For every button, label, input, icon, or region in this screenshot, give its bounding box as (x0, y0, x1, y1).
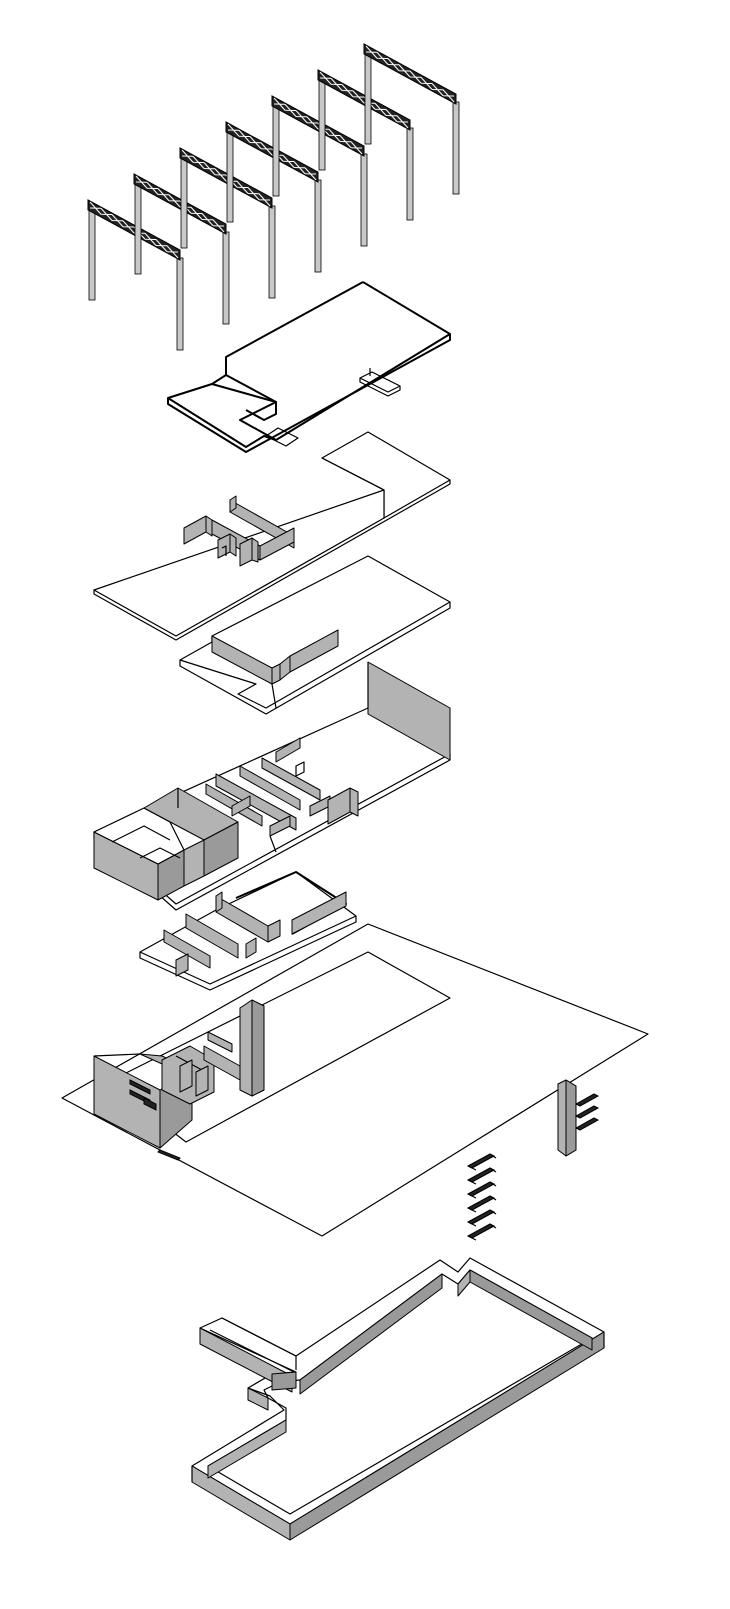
truss-frame (225, 121, 322, 273)
mezzanine (179, 555, 451, 715)
truss-frame (179, 147, 276, 299)
stair-flight (574, 1105, 600, 1119)
truss-frame (363, 43, 460, 195)
stair-flight (574, 1093, 600, 1107)
stair-flight (466, 1153, 497, 1171)
stair-flight (466, 1167, 497, 1185)
stair-flights (466, 1093, 600, 1241)
stair-flight (466, 1209, 497, 1227)
roof-truss-frames (87, 43, 460, 351)
roof-slab (167, 281, 451, 453)
stair-flight (466, 1195, 497, 1213)
truss-frame (87, 199, 184, 351)
stair-flight (466, 1223, 497, 1241)
intermediate-floor (139, 871, 357, 991)
truss-frame (133, 173, 230, 325)
foundation (191, 1257, 605, 1541)
main-floor (93, 661, 451, 911)
truss-frame (271, 95, 368, 247)
stair-flight (574, 1117, 600, 1131)
upper-floor (93, 431, 451, 641)
stair-flight (466, 1181, 497, 1199)
truss-frame (317, 69, 414, 221)
ground-floor (61, 923, 649, 1237)
